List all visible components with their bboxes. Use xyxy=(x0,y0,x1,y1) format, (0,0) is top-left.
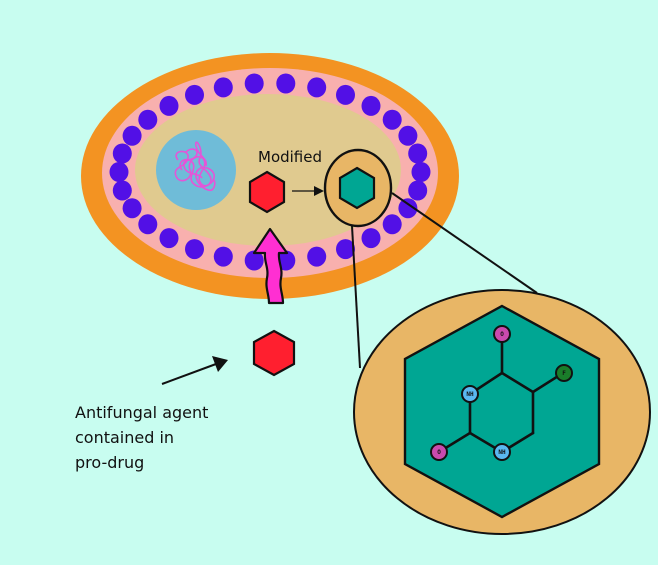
conversion-arrow-icon xyxy=(292,186,324,196)
membrane-protein-dot xyxy=(336,239,355,260)
atom-nh-left: NH xyxy=(461,385,479,403)
active-drug-hexagon xyxy=(338,166,376,210)
svg-text:O: O xyxy=(500,331,504,338)
membrane-protein-dot xyxy=(109,162,129,182)
membrane-protein-dot xyxy=(122,125,142,146)
pointer-arrow-icon xyxy=(161,356,228,385)
membrane-protein-dot xyxy=(408,180,428,201)
membrane-protein-dot xyxy=(185,84,204,105)
svg-text:NH: NH xyxy=(466,391,474,398)
membrane-protein-dot xyxy=(138,214,158,235)
svg-text:F: F xyxy=(562,370,566,377)
nucleus xyxy=(156,130,236,210)
nucleus-body xyxy=(156,130,236,210)
uptake-arrow-icon xyxy=(252,227,289,305)
zoom-hexagon xyxy=(403,304,601,519)
membrane-protein-dot xyxy=(408,143,428,164)
membrane-protein-dot xyxy=(382,214,402,235)
atom-nh-bottom: NH xyxy=(493,443,511,461)
prodrug-hexagon-inside xyxy=(248,170,286,214)
prodrug-hexagon-outside xyxy=(252,329,296,377)
membrane-protein-dot xyxy=(411,162,431,182)
membrane-protein-dot xyxy=(159,228,179,249)
atom-o-left: O xyxy=(430,443,448,461)
membrane-protein-dot xyxy=(185,239,204,260)
membrane-protein-dot xyxy=(122,198,142,219)
modified-label: Modified xyxy=(258,148,322,166)
membrane-protein-dot xyxy=(244,73,264,94)
zoom-lines xyxy=(351,192,538,369)
membrane-protein-dot xyxy=(361,228,381,249)
membrane-protein-dot xyxy=(361,95,381,116)
membrane-protein-dot xyxy=(159,95,179,116)
membrane-protein-dot xyxy=(244,250,264,271)
svg-text:NH: NH xyxy=(498,449,506,456)
caption-line-2: contained in xyxy=(75,428,174,447)
membrane-protein-dot xyxy=(398,198,418,219)
caption-line-1: Antifungal agent xyxy=(75,403,208,422)
membrane-protein-dot xyxy=(307,77,327,98)
membrane-protein-dot xyxy=(276,73,296,94)
svg-text:O: O xyxy=(437,449,441,456)
caption: Antifungal agent contained in pro-drug xyxy=(75,403,208,472)
membrane-protein-dot xyxy=(112,180,132,201)
membrane-protein-dot xyxy=(213,77,233,98)
membrane-protein-dot xyxy=(138,109,158,130)
dna-tangle-icon xyxy=(174,141,216,192)
membrane-protein-dot xyxy=(382,109,402,130)
zoomed-molecule-view: O F NH NH O xyxy=(353,289,651,535)
membrane-protein-dot xyxy=(398,125,418,146)
atom-o-top: O xyxy=(493,325,511,343)
membrane-protein-dot xyxy=(213,246,233,267)
membrane-protein-dot xyxy=(112,143,132,164)
caption-line-3: pro-drug xyxy=(75,453,144,472)
membrane-proteins xyxy=(109,73,431,271)
atom-f: F xyxy=(555,364,573,382)
membrane-protein-dot xyxy=(307,246,327,267)
membrane-protein-dot xyxy=(336,84,355,105)
